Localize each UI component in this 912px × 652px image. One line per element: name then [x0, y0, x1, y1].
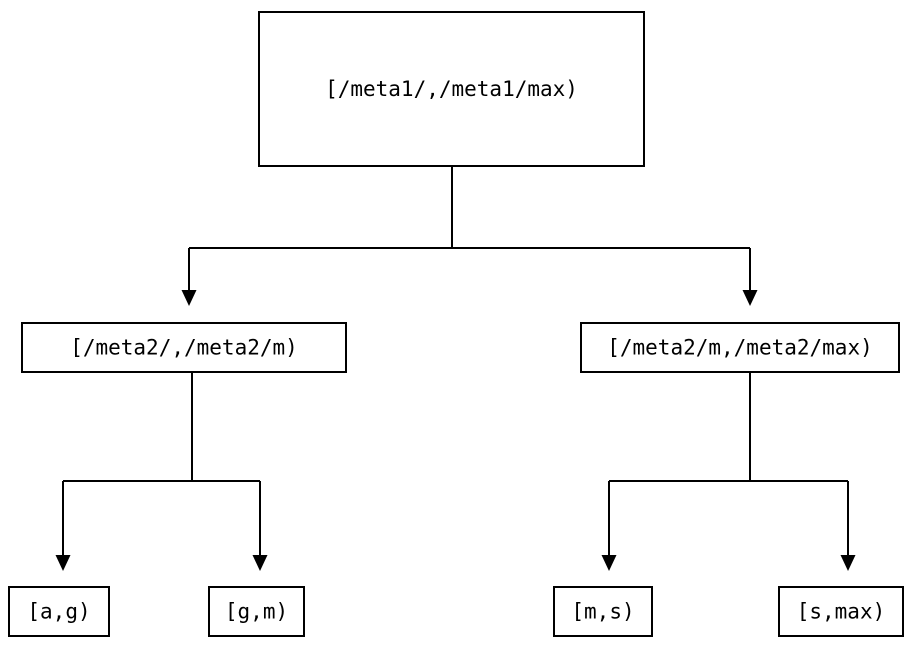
tree-edge — [451, 167, 758, 306]
tree-node-mid-right[interactable]: [/meta2/m,/meta2/max) — [580, 322, 900, 373]
node-box[interactable] — [208, 586, 305, 637]
arrowhead-down-icon — [601, 555, 617, 571]
arrowhead-down-icon — [55, 555, 71, 571]
node-box[interactable] — [21, 322, 347, 373]
tree-node-leaf-gm[interactable]: [g,m) — [208, 586, 305, 637]
arrowhead-down-icon — [742, 290, 758, 306]
nodes-layer: [/meta1/,/meta1/max) [/meta2/,/meta2/m) [/… — [8, 11, 904, 637]
node-box[interactable] — [258, 11, 645, 167]
tree-edge — [601, 373, 751, 571]
node-label: [/meta2/,/meta2/m) — [70, 336, 298, 360]
node-label: [/meta2/m,/meta2/max) — [607, 336, 873, 360]
tree-node-leaf-ag[interactable]: [a,g) — [8, 586, 110, 637]
node-box[interactable] — [8, 586, 110, 637]
arrowhead-down-icon — [181, 290, 197, 306]
tree-node-leaf-smax[interactable]: [s,max) — [778, 586, 904, 637]
node-label: [m,s) — [571, 600, 634, 624]
arrowhead-down-icon — [840, 555, 856, 571]
tree-node-leaf-ms[interactable]: [m,s) — [553, 586, 653, 637]
node-label: [g,m) — [225, 600, 288, 624]
node-box[interactable] — [553, 586, 653, 637]
node-box[interactable] — [580, 322, 900, 373]
arrowhead-down-icon — [252, 555, 268, 571]
node-box[interactable] — [778, 586, 904, 637]
tree-edge — [181, 167, 453, 306]
edges-layer — [55, 167, 856, 571]
tree-node-root[interactable]: [/meta1/,/meta1/max) — [258, 11, 645, 167]
node-label: [/meta1/,/meta1/max) — [325, 77, 578, 101]
tree-edge — [749, 373, 856, 571]
tree-edge — [55, 373, 193, 571]
tree-node-mid-left[interactable]: [/meta2/,/meta2/m) — [21, 322, 347, 373]
node-label: [s,max) — [797, 600, 886, 624]
node-label: [a,g) — [27, 600, 90, 624]
tree-edge — [191, 373, 268, 571]
